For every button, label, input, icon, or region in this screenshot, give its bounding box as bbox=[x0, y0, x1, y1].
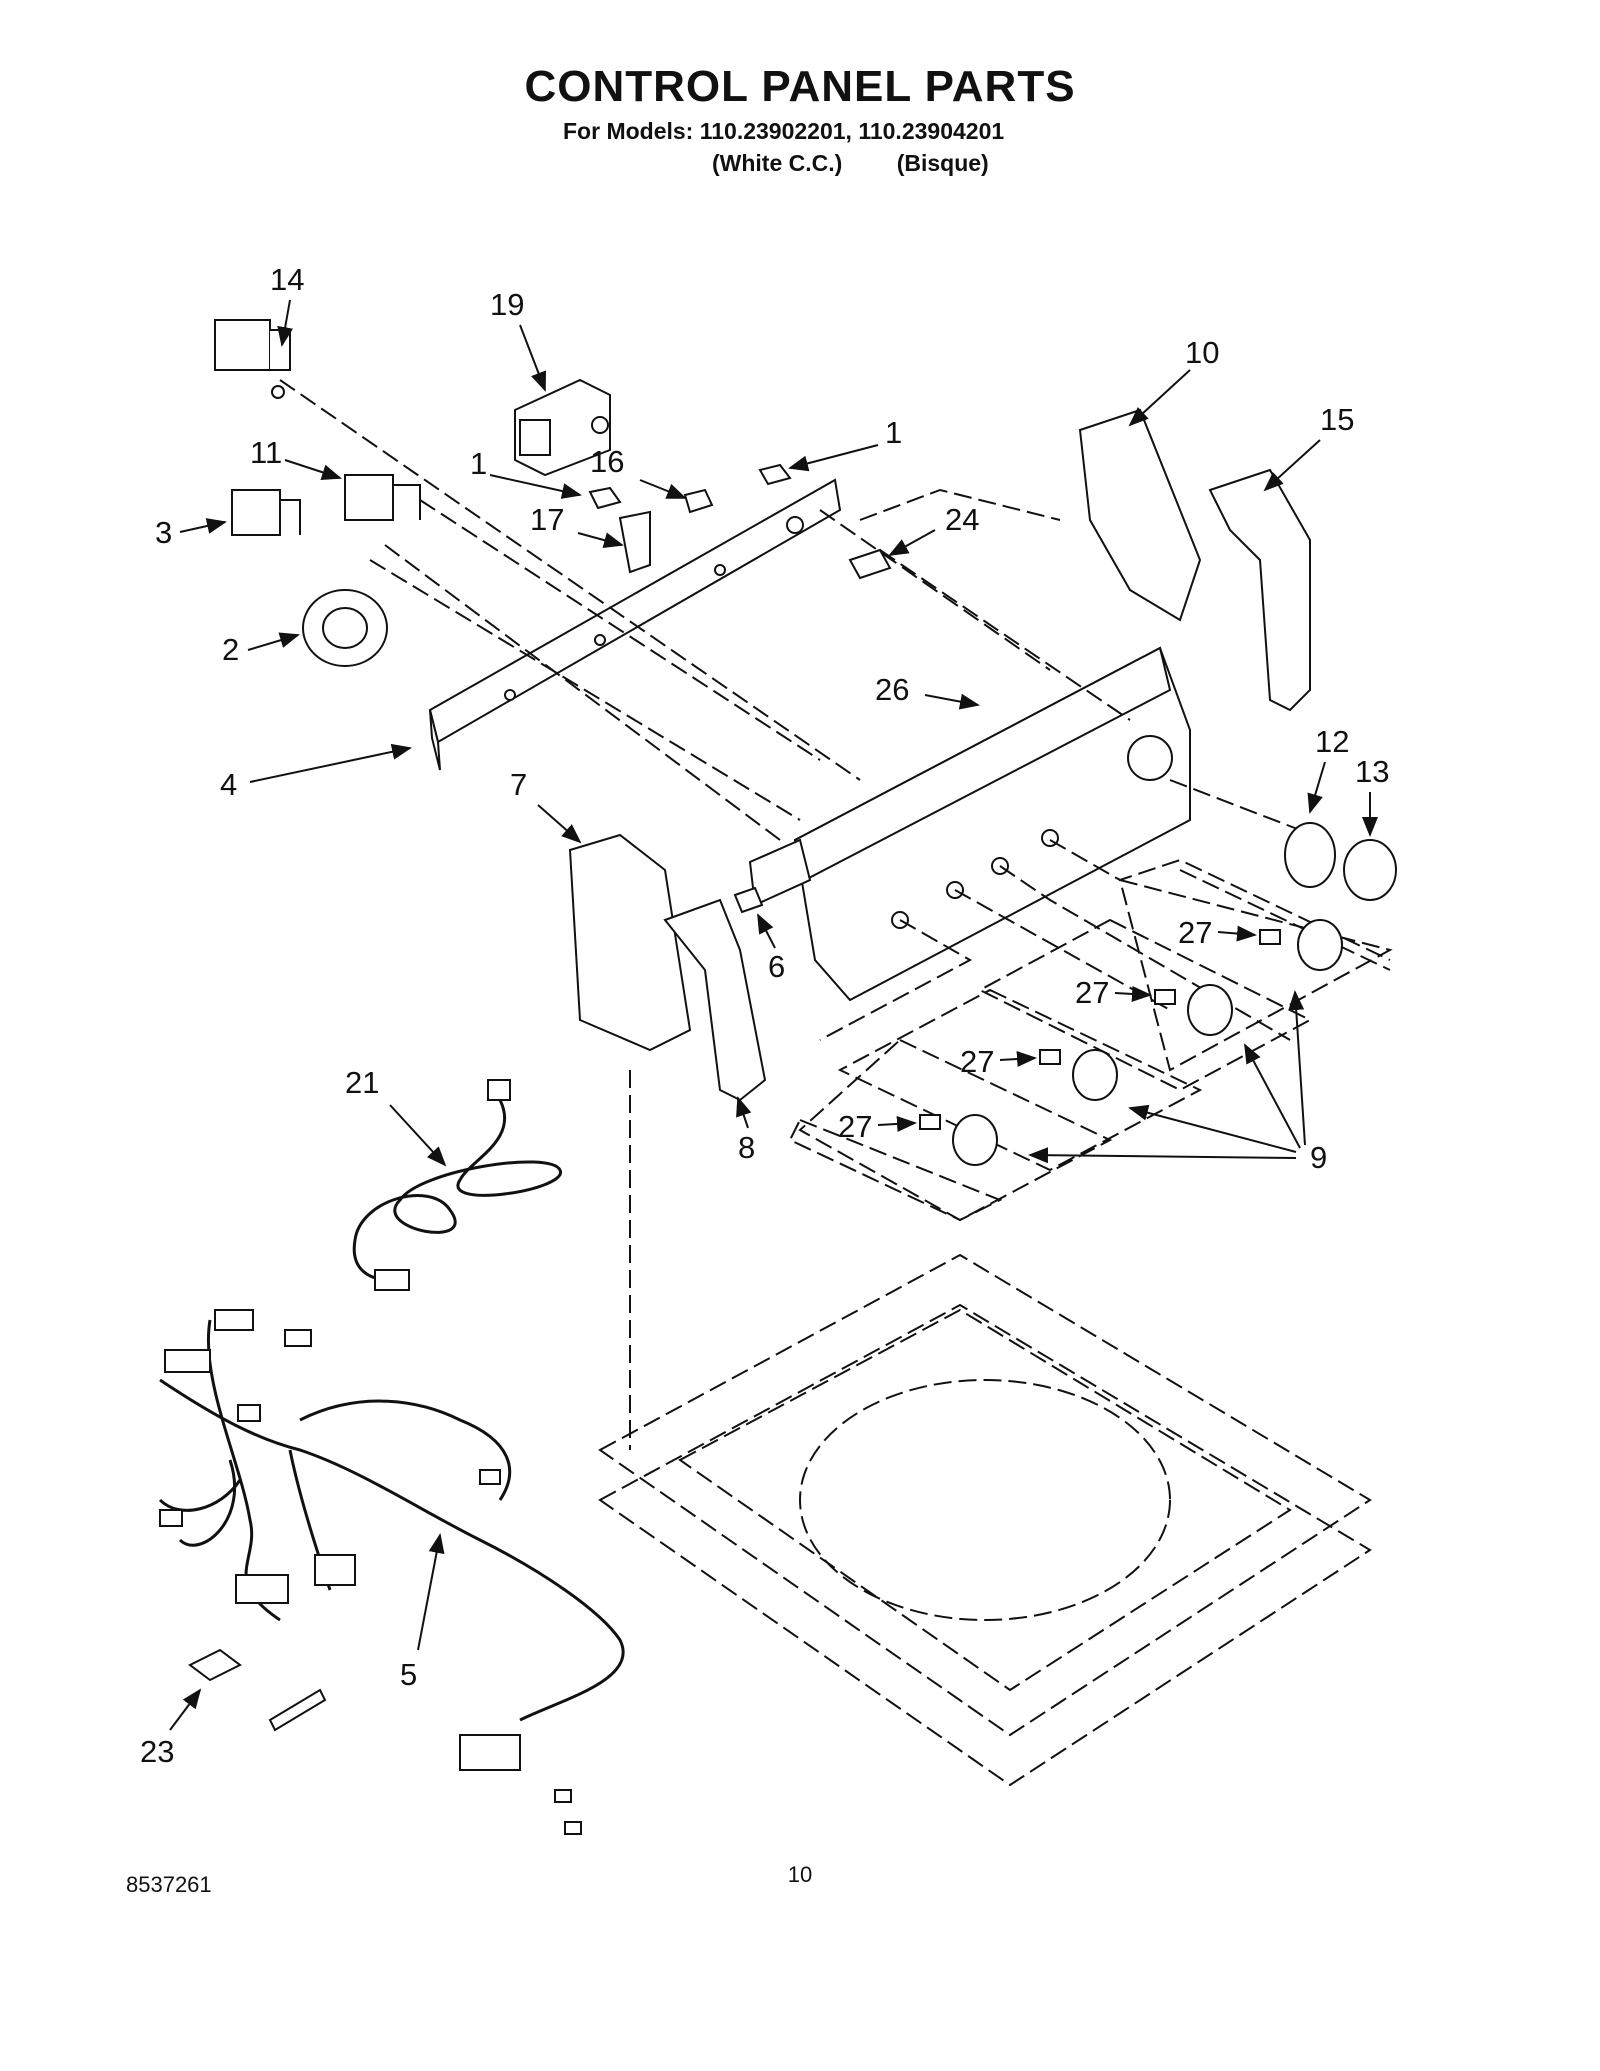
washer-top-outline bbox=[598, 1070, 1372, 1787]
callout-10: 10 bbox=[1185, 335, 1219, 370]
callout-27-b: 27 bbox=[1075, 975, 1109, 1010]
part-17-clip bbox=[618, 510, 651, 574]
part-19-switch bbox=[514, 378, 611, 477]
part-1-screw-a bbox=[588, 486, 622, 510]
callout-15: 15 bbox=[1320, 402, 1354, 437]
part-21-power-cord bbox=[352, 1079, 562, 1291]
part-15-trim bbox=[1208, 468, 1311, 712]
console-panel bbox=[748, 646, 1191, 1002]
callout-4: 4 bbox=[220, 767, 237, 802]
part-10-endcap bbox=[1078, 408, 1202, 622]
callout-12: 12 bbox=[1315, 724, 1349, 759]
callout-8: 8 bbox=[738, 1130, 755, 1165]
document-number: 8537261 bbox=[126, 1872, 212, 1897]
callout-9: 9 bbox=[1310, 1140, 1327, 1175]
callout-24: 24 bbox=[945, 502, 979, 537]
part-13-knob bbox=[1343, 839, 1397, 901]
model-variants: (White C.C.) (Bisque) bbox=[712, 150, 1037, 177]
part-12-knob-base bbox=[1284, 822, 1336, 888]
part-24-screw bbox=[848, 548, 892, 580]
callout-3: 3 bbox=[155, 515, 172, 550]
part-14-switch bbox=[214, 319, 291, 399]
part-6-screw bbox=[733, 886, 764, 914]
callout-6: 6 bbox=[768, 949, 785, 984]
callouts: 14 19 10 15 1 1 16 11 3 17 24 2 26 4 7 1… bbox=[140, 262, 1389, 1769]
callout-27-c: 27 bbox=[960, 1044, 994, 1079]
callout-2: 2 bbox=[222, 632, 239, 667]
part-7-endcap bbox=[568, 833, 692, 1052]
page-number: 10 bbox=[787, 1862, 813, 1887]
callout-13: 13 bbox=[1355, 754, 1389, 789]
models-line: For Models: 110.23902201, 110.23904201 bbox=[563, 118, 1005, 144]
variant-white: (White C.C.) bbox=[712, 150, 843, 176]
callout-23: 23 bbox=[140, 1734, 174, 1769]
part-23-board bbox=[188, 1648, 327, 1732]
part-11-switch bbox=[344, 474, 421, 521]
callout-26: 26 bbox=[875, 672, 909, 707]
callout-1-left: 1 bbox=[470, 446, 487, 481]
assembly-lines bbox=[279, 379, 1393, 1222]
callout-17: 17 bbox=[530, 502, 564, 537]
part-8-trim bbox=[663, 898, 767, 1102]
callout-16: 16 bbox=[590, 444, 624, 479]
callout-19: 19 bbox=[490, 287, 524, 322]
part-5-wire-harness bbox=[158, 1309, 625, 1835]
control-bracket bbox=[428, 478, 842, 771]
part-3-switch bbox=[231, 489, 301, 536]
part-16-screw bbox=[683, 488, 714, 514]
variant-bisque: (Bisque) bbox=[896, 150, 989, 176]
part-2-timer bbox=[302, 589, 388, 667]
callout-14: 14 bbox=[270, 262, 304, 297]
callout-7: 7 bbox=[510, 767, 527, 802]
knob-set bbox=[919, 919, 1343, 1166]
callout-1-right: 1 bbox=[885, 415, 902, 450]
callout-5: 5 bbox=[400, 1657, 417, 1692]
callout-27-d: 27 bbox=[838, 1109, 872, 1144]
part-1-screw-b bbox=[758, 463, 792, 486]
callout-27-a: 27 bbox=[1178, 915, 1212, 950]
page-title: CONTROL PANEL PARTS bbox=[524, 62, 1076, 111]
callout-21: 21 bbox=[345, 1065, 379, 1100]
callout-11: 11 bbox=[250, 435, 282, 470]
